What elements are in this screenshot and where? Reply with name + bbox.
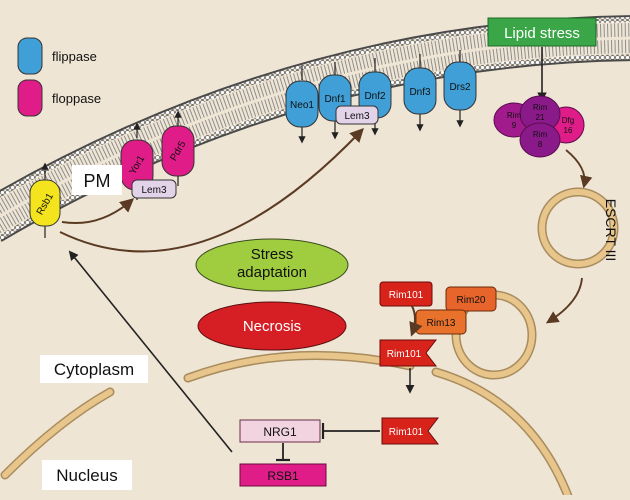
rim101-bottom-label: Rim101 xyxy=(389,427,424,438)
legend-floppase-swatch xyxy=(17,79,43,117)
escrt-vesicle-top xyxy=(537,187,619,269)
rim20-label: Rim20 xyxy=(457,295,486,306)
stress-adaptation-oval: Stress adaptation xyxy=(195,238,349,292)
rim101-top-label: Rim101 xyxy=(389,290,424,301)
lem3-left-label: Lem3 xyxy=(141,185,166,196)
flippases: Neo1 Dnf1 Dnf2 Dnf3 Drs2 Lem3 xyxy=(285,50,477,144)
protein-dnf3: Dnf3 xyxy=(403,54,437,132)
rim8-label-b: 8 xyxy=(538,140,543,149)
floppases: Yor1 Pdr5 Lem3 Rsb1 xyxy=(29,110,195,238)
cytoplasm-label-box xyxy=(40,355,148,383)
lem3-right-label: Lem3 xyxy=(344,111,369,122)
rsb1-gene: RSB1 xyxy=(239,463,327,487)
protein-lem3-left: Lem3 xyxy=(131,179,177,199)
legend-floppase-label: floppase xyxy=(52,91,101,106)
dfg16-label-b: 16 xyxy=(564,126,573,135)
nrg1-gene: NRG1 xyxy=(239,419,321,443)
pm-label-box xyxy=(72,165,122,195)
protein-lem3-right: Lem3 xyxy=(335,105,379,125)
cytoplasm-label: Cytoplasm xyxy=(54,360,134,379)
neo1-label: Neo1 xyxy=(290,100,314,111)
rim9-label-b: 9 xyxy=(512,121,517,130)
protein-drs2: Drs2 xyxy=(443,50,477,128)
rsb1-gene-label: RSB1 xyxy=(267,469,299,483)
rim21-label-a: Rim xyxy=(533,103,548,112)
protein-yor1: Yor1 xyxy=(120,122,154,200)
lipid-stress-box: Lipid stress xyxy=(487,17,597,102)
escrt-label: ESCRT III xyxy=(603,199,619,262)
dfg16-label-a: Dfg xyxy=(562,116,574,125)
legend-flippase-swatch xyxy=(17,37,43,75)
protein-rsb1: Rsb1 xyxy=(29,162,61,238)
dnf2-label: Dnf2 xyxy=(364,91,386,102)
rim-complex: Rim 9 Rim 21 Rim 8 Dfg 16 xyxy=(493,95,585,158)
rim21-label-b: 21 xyxy=(536,113,545,122)
rim8-label-a: Rim xyxy=(533,130,548,139)
drs2-label: Drs2 xyxy=(449,82,471,93)
rim101-bottom: Rim101 xyxy=(381,417,440,445)
nrg1-label: NRG1 xyxy=(263,425,297,439)
necrosis-oval: Necrosis xyxy=(197,301,347,351)
dnf1-label: Dnf1 xyxy=(324,94,346,105)
rim9-label-a: Rim xyxy=(507,111,522,120)
rim101-top: Rim101 xyxy=(379,281,433,307)
rim20-box: Rim20 xyxy=(445,286,497,312)
nucleus-label-box xyxy=(42,460,132,490)
rim13-box: Rim13 xyxy=(415,309,467,335)
rim13-label: Rim13 xyxy=(427,318,456,329)
protein-pdr5: Pdr5 xyxy=(161,110,195,186)
rim101-mid: Rim101 xyxy=(379,339,438,367)
adaptation-label: adaptation xyxy=(237,264,307,281)
legend-flippase-label: flippase xyxy=(52,49,97,64)
rim101-mid-label: Rim101 xyxy=(387,349,422,360)
legend: flippase floppase xyxy=(17,37,101,117)
necrosis-label: Necrosis xyxy=(243,318,301,335)
protein-neo1: Neo1 xyxy=(285,66,319,144)
stress-label: Stress xyxy=(251,246,294,263)
pm-label: PM xyxy=(84,171,111,191)
nucleus-label: Nucleus xyxy=(56,466,117,485)
dnf3-label: Dnf3 xyxy=(409,87,431,98)
lipid-stress-label: Lipid stress xyxy=(504,25,580,42)
